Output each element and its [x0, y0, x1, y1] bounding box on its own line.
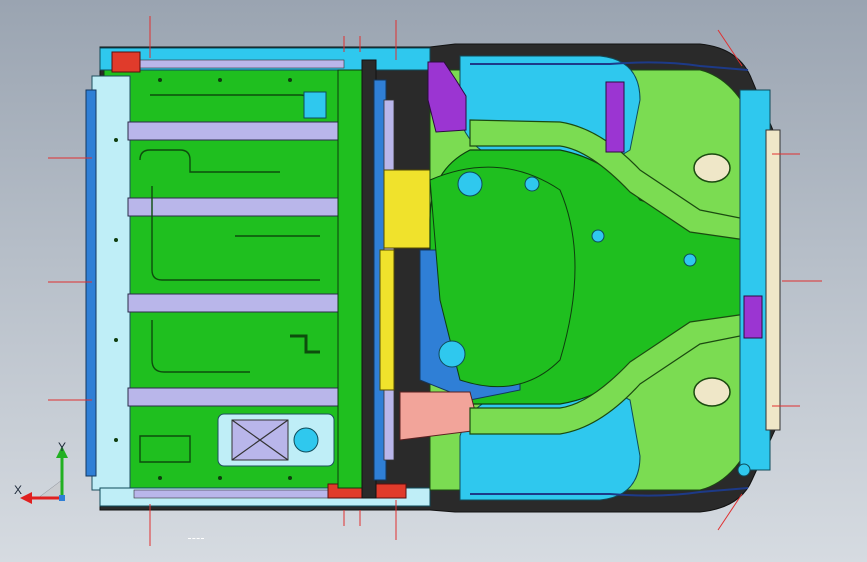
triad-x-label: X — [14, 483, 23, 497]
front-hole-top — [693, 153, 731, 183]
triad-y-arrow — [56, 446, 68, 458]
bolt-markers — [438, 171, 751, 477]
rear-floor-green — [429, 166, 576, 388]
spare-well-boss — [293, 427, 319, 453]
dash-marks — [188, 538, 204, 542]
triad-cone — [37, 479, 63, 499]
front-bumper-edge — [765, 129, 781, 431]
triad-y-label: Y — [58, 440, 67, 454]
cross-members — [127, 121, 345, 407]
yellow-bracket-lower — [379, 249, 395, 391]
triad-origin — [59, 495, 65, 501]
cable-routing — [470, 61, 749, 497]
front-cross-beam — [739, 89, 771, 471]
triad-x-arrow — [20, 492, 32, 504]
triad-graphic — [20, 446, 68, 504]
spare-well-cross — [231, 419, 289, 461]
coordinate-triad: Y X — [10, 440, 80, 510]
sill-stripe-bottom — [133, 489, 345, 499]
small-rivets — [114, 78, 292, 480]
rear-clip — [303, 91, 327, 119]
rear-end-edge — [85, 89, 97, 477]
datum-lines — [48, 16, 822, 546]
sill-stripe-top — [133, 59, 345, 69]
purple-bracket-right — [743, 295, 763, 339]
purple-bracket-top — [427, 61, 467, 133]
corner-bracket-tl — [111, 51, 141, 73]
rear-crossbar — [337, 69, 363, 489]
rear-end-panel — [91, 75, 131, 491]
purple-bracket-top-2 — [605, 81, 625, 153]
front-hole-bottom — [693, 377, 731, 407]
